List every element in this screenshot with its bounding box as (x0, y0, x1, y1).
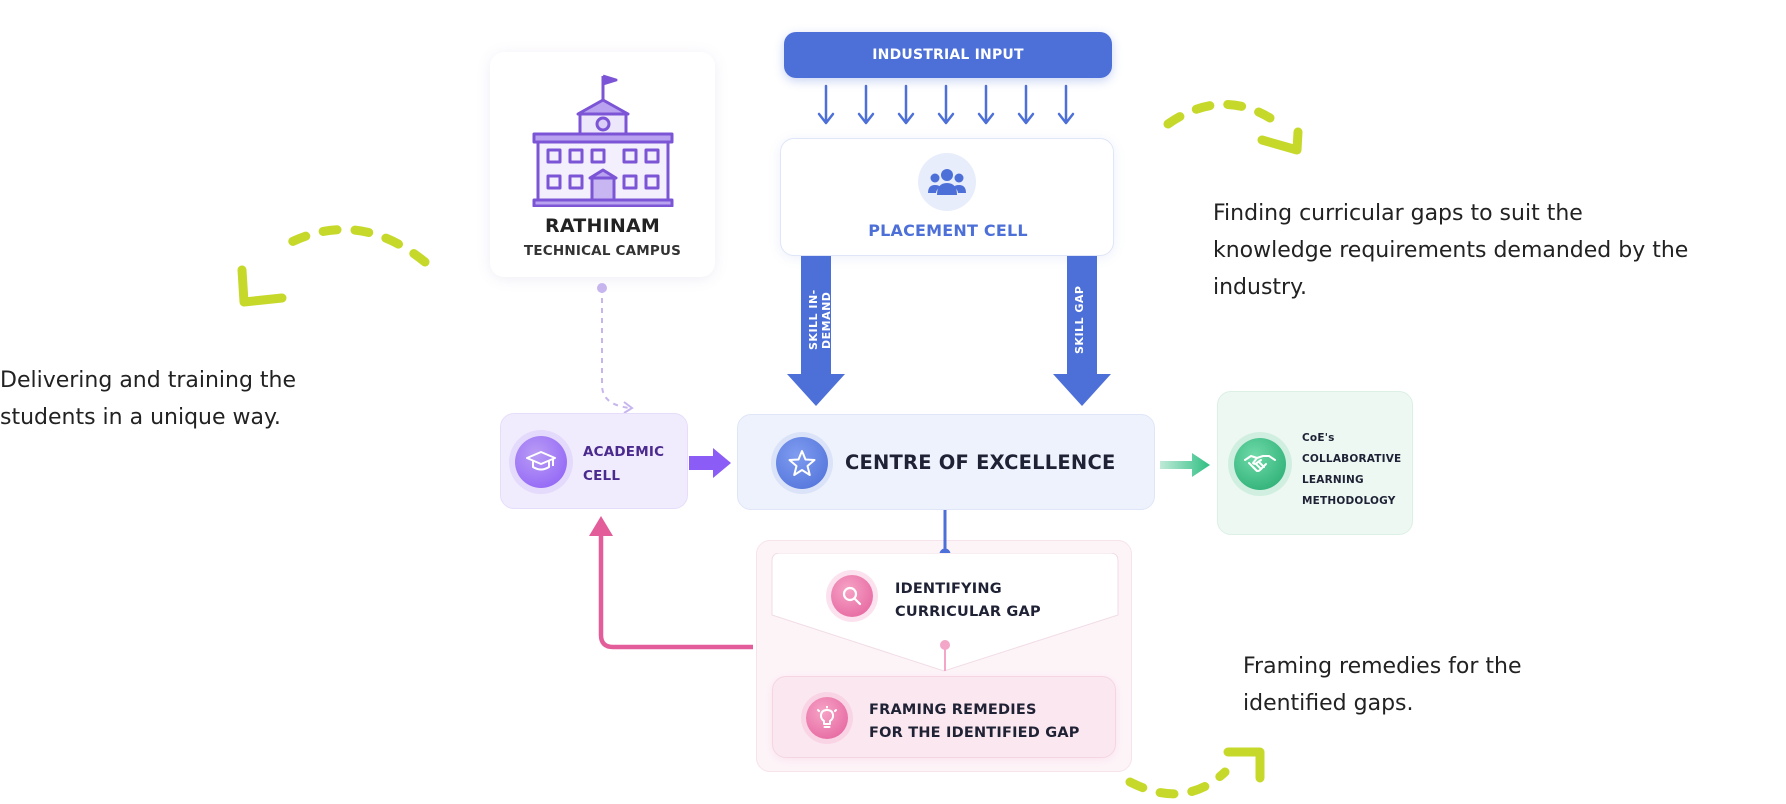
academic-cell-card: ACADEMIC CELL (500, 413, 688, 509)
coe-card: CoE's COLLABORATIVE LEARNING METHODOLOGY (1217, 391, 1413, 535)
centre-label: CENTRE OF EXCELLENCE (845, 451, 1116, 474)
people-icon (918, 153, 976, 211)
framing-card: FRAMING REMEDIES FOR THE IDENTIFIED GAP (772, 676, 1116, 758)
academic-cell-line: CELL (583, 468, 621, 484)
academic-cell-label: ACADEMIC CELL (583, 440, 664, 488)
note-left: Delivering and training the students in … (0, 362, 296, 436)
framing-label: FRAMING REMEDIES FOR THE IDENTIFIED GAP (869, 699, 1080, 745)
campus-name: RATHINAM (545, 215, 660, 237)
framing-line: FRAMING REMEDIES (869, 702, 1037, 718)
note-bottom-right-line: identified gaps. (1243, 691, 1414, 716)
coe-line: METHODOLOGY (1302, 495, 1396, 507)
note-top-right-line: Finding curricular gaps to suit the (1213, 201, 1583, 226)
centre-to-coe-arrow (1160, 453, 1210, 477)
industrial-input-banner: INDUSTRIAL INPUT (784, 32, 1112, 78)
skill-in-demand-label: SKILL IN-DEMAND (807, 289, 833, 351)
industrial-input-label: INDUSTRIAL INPUT (872, 47, 1024, 63)
identifying-line: CURRICULAR GAP (895, 604, 1041, 620)
star-icon (776, 437, 828, 489)
campus-connector (597, 283, 634, 414)
lightbulb-icon (806, 697, 848, 739)
placement-cell-card: PLACEMENT CELL (780, 138, 1114, 256)
placement-cell-label: PLACEMENT CELL (868, 221, 1028, 240)
campus-subtitle: TECHNICAL CAMPUS (523, 243, 682, 259)
note-bottom-right: Framing remedies for the identified gaps… (1243, 648, 1522, 722)
skill-gap-arrow (1053, 256, 1111, 406)
identifying-to-framing-connector (940, 640, 950, 671)
input-arrows (817, 84, 1075, 125)
academic-cell-line: ACADEMIC (583, 444, 665, 460)
skill-in-demand-arrow (787, 256, 845, 406)
coe-line: CoE's (1302, 432, 1335, 444)
handshake-icon (1234, 438, 1286, 490)
skill-gap-label: SKILL GAP (1073, 285, 1086, 355)
academic-to-centre-arrow (689, 448, 731, 478)
coe-line: COLLABORATIVE (1302, 453, 1402, 465)
identifying-label: IDENTIFYING CURRICULAR GAP (895, 578, 1041, 624)
search-icon (831, 575, 873, 617)
note-bottom-right-line: Framing remedies for the (1243, 654, 1522, 679)
campus-card: RATHINAM TECHNICAL CAMPUS (490, 52, 715, 277)
building-icon (532, 74, 674, 207)
note-top-right: Finding curricular gaps to suit the know… (1213, 195, 1688, 306)
note-left-line: students in a unique way. (0, 405, 281, 430)
identifying-line: IDENTIFYING (895, 581, 1002, 597)
note-left-line: Delivering and training the (0, 368, 297, 393)
framing-line: FOR THE IDENTIFIED GAP (869, 725, 1080, 741)
note-top-right-line: knowledge requirements demanded by the (1213, 238, 1689, 263)
centre-card: CENTRE OF EXCELLENCE (737, 414, 1155, 510)
graduation-cap-icon (515, 436, 567, 488)
coe-label: CoE's COLLABORATIVE LEARNING METHODOLOGY (1302, 428, 1401, 512)
coe-line: LEARNING (1302, 474, 1364, 486)
feedback-arrow (589, 516, 753, 650)
note-top-right-line: industry. (1213, 275, 1307, 300)
